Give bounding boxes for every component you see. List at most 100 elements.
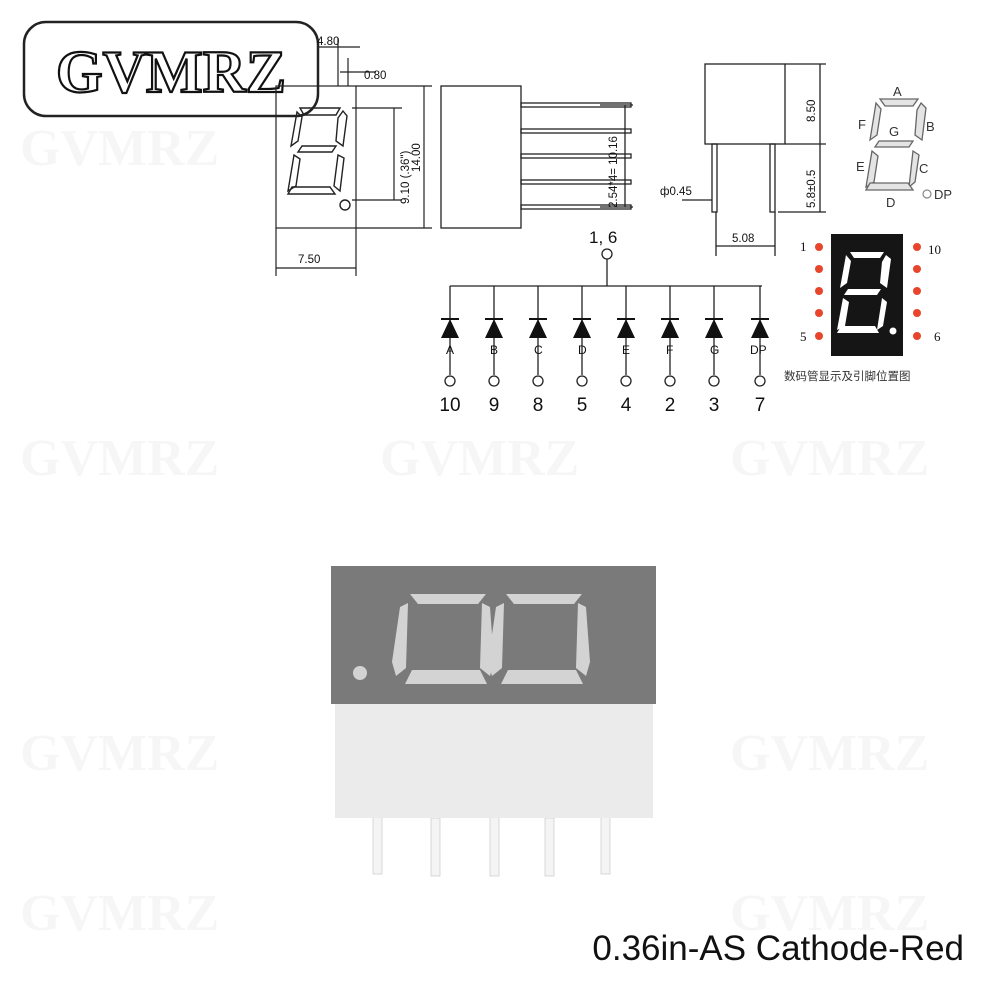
product-photo	[331, 566, 656, 877]
segment-map-digit	[864, 98, 932, 199]
pinout-pin-numbers: 1 5 10 6	[800, 239, 941, 344]
watermark-text: GVMRZ	[20, 885, 219, 942]
pinout-caption: 数码管显示及引脚位置图	[784, 369, 911, 383]
diode-symbol	[573, 319, 591, 338]
common-pin-terminal	[601, 248, 613, 260]
pinout-digit	[837, 252, 897, 335]
diode-segment-label: DP	[750, 343, 767, 357]
pin-dot	[815, 332, 823, 340]
diode-g: G3	[705, 286, 723, 416]
watermark-layer: GVMRZ GVMRZ GVMRZ GVMRZ GVMRZ GVMRZ GVMR…	[20, 120, 929, 942]
diode-pin-number: 5	[577, 395, 588, 416]
segment-label-a: A	[893, 84, 902, 99]
diode-symbol	[529, 319, 547, 338]
diode-f: F2	[661, 286, 679, 416]
diode-pin-number: 7	[755, 395, 766, 416]
pinout-diagram: 1 5 10 6 数码管显示及引脚位置图	[784, 234, 941, 383]
dim-digit-height: 9.10 (.36")	[400, 151, 412, 204]
front-view-drawing	[275, 38, 432, 276]
end-pin	[769, 143, 776, 213]
segment-label-b: B	[926, 119, 935, 134]
end-view-drawing	[682, 63, 826, 256]
pin-dot	[913, 287, 921, 295]
diode-symbol	[705, 319, 723, 338]
watermark-text: GVMRZ	[20, 430, 219, 487]
diode-pin-number: 8	[533, 395, 544, 416]
diode-b: B9	[485, 286, 503, 416]
diode-pin-number: 2	[665, 395, 676, 416]
pin-dot	[913, 332, 921, 340]
segment-label-d: D	[886, 195, 895, 210]
dim-segment-width: 0.80	[364, 70, 386, 82]
brand-logo: GVMRZ	[22, 20, 320, 118]
end-view-dimensions: 8.50 5.8±0.5 ф0.45 5.08	[660, 100, 818, 245]
side-view-drawing	[440, 85, 633, 229]
pin-terminal	[620, 375, 632, 387]
diode-segment-label: D	[578, 343, 587, 357]
diode-c: C8	[529, 286, 547, 416]
diode-a: A 10	[439, 286, 461, 416]
module-light-base	[335, 700, 653, 818]
front-view-dimensions: 4.80 0.80 9.10 (.36") 14.00 7.50	[298, 36, 423, 266]
side-pin	[520, 153, 632, 159]
diode-segment-label: E	[622, 343, 630, 357]
segment-label-c: C	[919, 161, 928, 176]
pin-dot	[815, 309, 823, 317]
pin-dot	[913, 265, 921, 273]
diode-segment-label: B	[490, 343, 498, 357]
diode-d: D5	[573, 286, 591, 416]
logo-text: GVMRZ	[56, 39, 286, 105]
pin-dot	[913, 309, 921, 317]
dim-overall-width: 7.50	[298, 254, 320, 266]
diode-segment-label: G	[710, 343, 719, 357]
watermark-text: GVMRZ	[380, 430, 579, 487]
pin-terminal	[488, 375, 500, 387]
end-body-outline	[704, 63, 786, 145]
pin-terminal	[708, 375, 720, 387]
diode-segment-label: C	[534, 343, 543, 357]
product-caption: 0.36in-AS Cathode-Red	[592, 929, 964, 968]
segment-map-labels: A B C D E F G DP	[856, 84, 952, 210]
side-pin	[520, 179, 632, 185]
dim-pin-length: 5.8±0.5	[806, 170, 818, 208]
diode-symbol	[485, 319, 503, 338]
pin-dot	[913, 243, 921, 251]
common-pin-label: 1, 6	[589, 228, 617, 247]
module-digits	[353, 594, 590, 684]
pin-terminal	[754, 375, 766, 387]
pin-terminal	[532, 375, 544, 387]
watermark-text: GVMRZ	[730, 430, 929, 487]
diode-segment-label: A	[446, 343, 454, 357]
diode-symbol	[751, 319, 769, 338]
segment-map-diagram: A B C D E F G DP	[856, 84, 952, 210]
diode-dp: DP 7	[750, 286, 769, 416]
pin-dot	[815, 265, 823, 273]
diode-e: E4	[617, 286, 635, 416]
pin-dot	[815, 243, 823, 251]
pin-number-10: 10	[928, 242, 941, 257]
diode-segment-label: F	[666, 343, 673, 357]
dim-pin-diameter: ф0.45	[660, 186, 692, 198]
pin-number-5: 5	[800, 329, 807, 344]
front-seven-segment	[286, 107, 351, 211]
diode-symbol	[617, 319, 635, 338]
diode-pin-number: 9	[489, 395, 500, 416]
diode-pin-number: 10	[439, 395, 460, 416]
pin-terminal	[576, 375, 588, 387]
segment-label-e: E	[856, 159, 865, 174]
logo-frame	[22, 20, 320, 118]
dim-pin-pitch: 2.54*4= 10.16	[608, 136, 620, 208]
pin-number-1: 1	[800, 239, 807, 254]
pin-dots-right	[913, 243, 921, 340]
side-pin	[520, 128, 632, 134]
module-pins	[372, 811, 611, 877]
watermark-text: GVMRZ	[20, 120, 219, 177]
segment-label-g: G	[889, 124, 899, 139]
dim-top-width: 4.80	[317, 36, 339, 48]
dim-pin-spacing: 5.08	[732, 233, 754, 245]
end-pin	[711, 143, 718, 213]
pin-dots-left	[815, 243, 823, 340]
